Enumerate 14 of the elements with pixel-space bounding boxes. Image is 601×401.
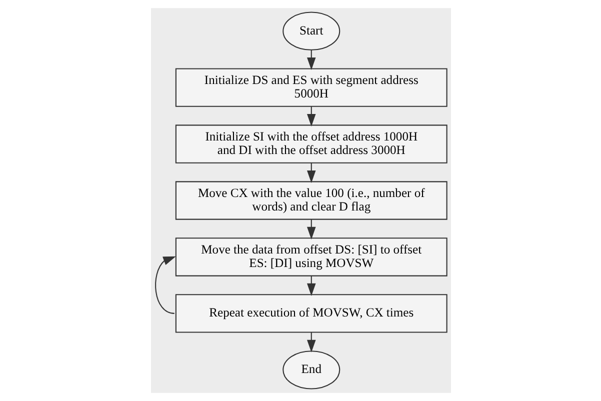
node-ellipse: End [282, 350, 340, 390]
node-box: Initialize DS and ES with segment address 5000H [174, 68, 447, 107]
arrow [306, 219, 316, 240]
arrow [306, 332, 316, 352]
arrow [306, 162, 316, 183]
arrow [306, 50, 316, 70]
node-box: Move CX with the value 100 (i.e., number of words) and clear D flag [174, 181, 447, 220]
node-box: Move the data from offset DS: [SI] to offset ES: [DI] using MOVSW [174, 238, 447, 276]
node-box: Repeat execution of MOVSW, CX times [174, 294, 447, 333]
arrow [306, 106, 316, 127]
node-box: Initialize SI with the offset address 1000H and DI with the offset address 3000H [174, 124, 447, 164]
node-ellipse: Start [282, 12, 340, 50]
arrow [306, 276, 316, 296]
arrow [154, 256, 176, 314]
